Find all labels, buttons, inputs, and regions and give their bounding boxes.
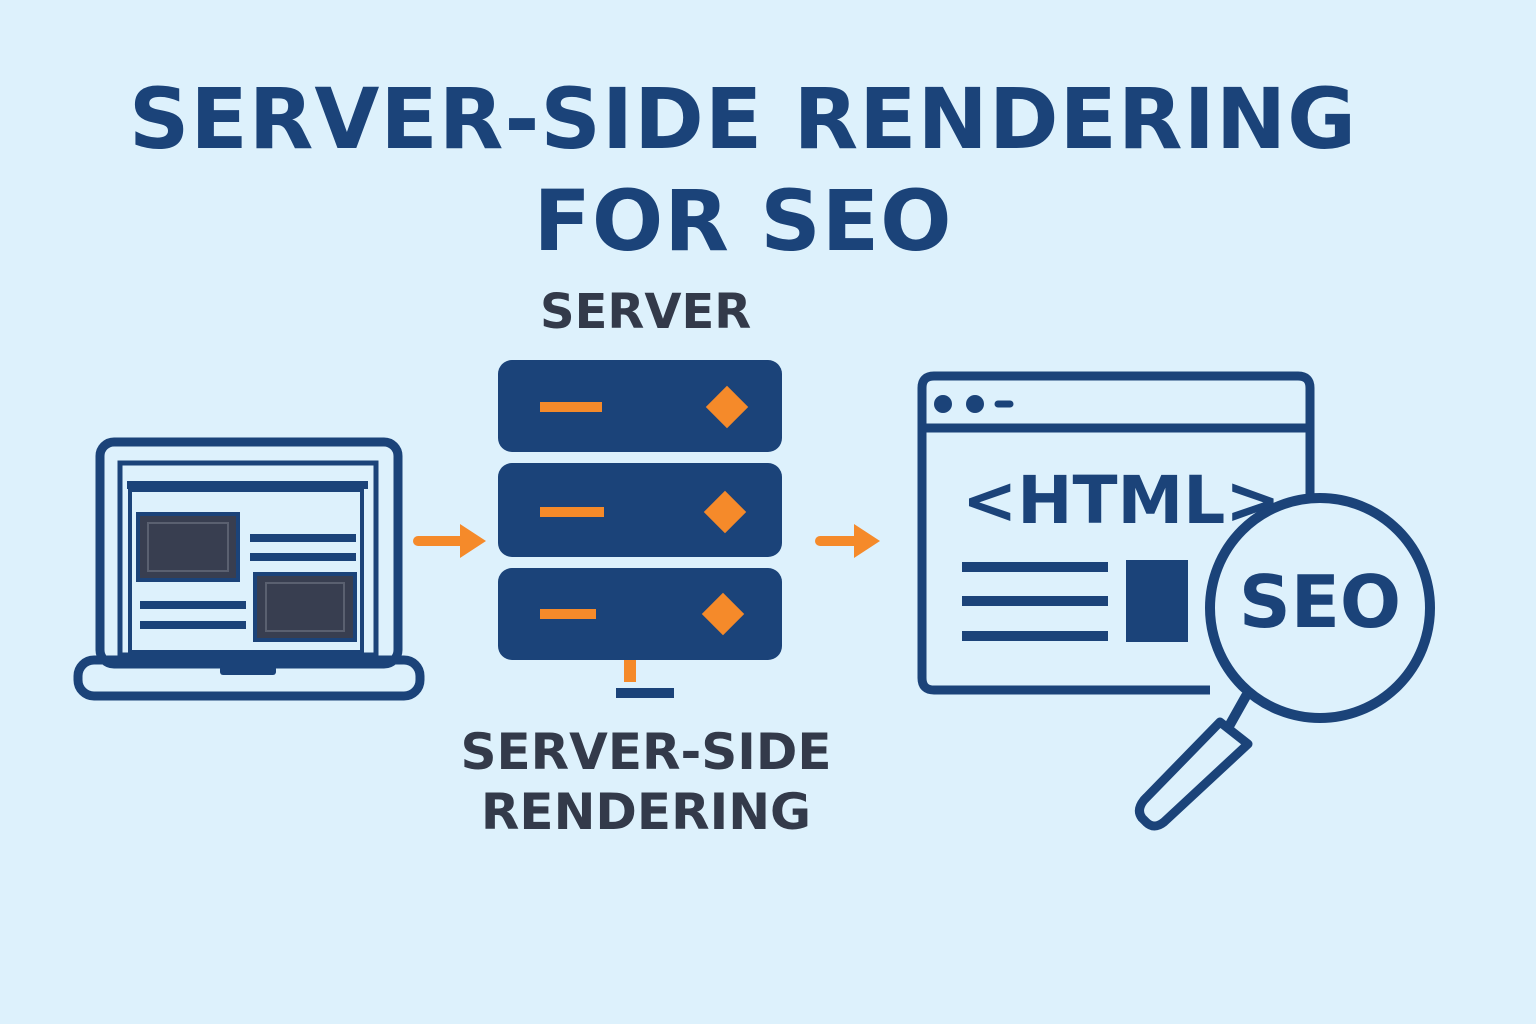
html-tag-label: <HTML> <box>962 462 1281 539</box>
page-title-line-2: FOR SEO <box>533 172 953 270</box>
page-title-line-1: SERVER-SIDE RENDERING <box>128 70 1358 168</box>
browser-window-icon <box>917 371 1315 695</box>
server-stack-icon <box>498 360 782 698</box>
server-side-rendering-caption-line-2: RENDERING <box>480 783 812 841</box>
magnifier-icon <box>1134 493 1435 831</box>
arrow-right-icon <box>815 524 880 558</box>
arrow-right-icon <box>413 524 486 558</box>
server-label: SERVER <box>540 284 752 340</box>
seo-label: SEO <box>1238 560 1402 644</box>
laptop-icon <box>73 437 425 701</box>
server-side-rendering-caption-line-1: SERVER-SIDE <box>460 723 832 781</box>
